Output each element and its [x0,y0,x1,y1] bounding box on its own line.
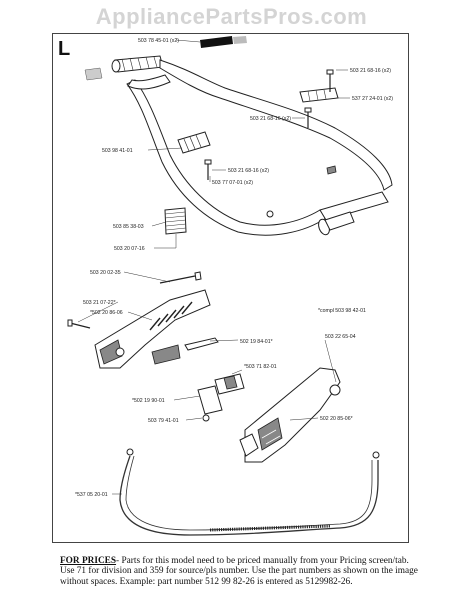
part-number: *503 71 82-01 [244,364,277,370]
part-number: *502 19 90-01 [132,398,165,404]
vibration-damper-upper[interactable] [177,131,211,154]
part-number: 503 21 07-22* [83,300,116,306]
part-number: 503 22 65-04 [325,334,356,340]
throttle-spring[interactable] [214,373,245,395]
part-number: 537 27 24-01 (x2) [352,96,393,102]
vibration-damper-lower[interactable] [164,207,187,248]
screw-damper[interactable] [204,159,212,180]
throttle-housing[interactable] [94,289,211,369]
part-number-labels: 503 78 45-01 (x2) 503 21 68-16 (x2) 537 … [75,38,393,498]
tube-rivet [266,210,274,218]
handle-grip-left[interactable] [111,55,164,73]
leader-lines [77,39,350,495]
part-number: 503 79 41-01 [148,418,179,424]
long-screw[interactable] [159,271,202,284]
tube-clamp[interactable] [326,165,337,175]
clip-left [84,67,103,81]
screw-middle[interactable] [304,107,312,128]
pricing-note: FOR PRICES- Parts for this model need to… [60,556,420,587]
part-number: 503 20 07-16 [114,246,145,252]
throttle-lockout[interactable] [197,385,223,422]
part-number: 503 85 38-03 [113,224,144,230]
screw-top[interactable] [326,69,334,92]
part-number: 502 20 85-06* [320,416,353,422]
part-number: *502 20 86-06 [90,310,123,316]
wiring-harness[interactable] [119,448,380,536]
decal [200,36,247,48]
part-number: *537 05 20-01 [75,492,108,498]
part-number: 503 78 45-01 (x2) [138,38,179,44]
part-number: 503 77 07-01 (x2) [212,180,253,186]
diagram-frame [52,33,409,543]
part-number: 503 21 68-16 (x2) [350,68,391,74]
pricing-note-body: - Parts for this model need to be priced… [60,556,418,587]
handlebar-assembly [84,36,393,248]
spring-cap[interactable] [299,87,339,103]
handlebar-tube[interactable] [126,59,393,236]
part-number: *compl 503 98 42-01 [318,308,366,314]
throttle-screw[interactable] [67,319,91,329]
part-number: 503 98 41-01 [102,148,133,154]
watermark-logo: AppliancePartsPros.com [95,4,368,29]
part-number: 503 21 68-16 (x2) [250,116,291,122]
throttle-trigger[interactable] [151,337,219,365]
part-number: 502 19 84-01* [240,339,273,345]
pricing-note-heading: FOR PRICES [60,556,117,566]
part-number: 503 21 68-16 (x2) [228,168,269,174]
rear-handle[interactable] [239,367,341,463]
part-number: 503 20 02-35 [90,270,121,276]
section-letter: L [58,38,71,60]
